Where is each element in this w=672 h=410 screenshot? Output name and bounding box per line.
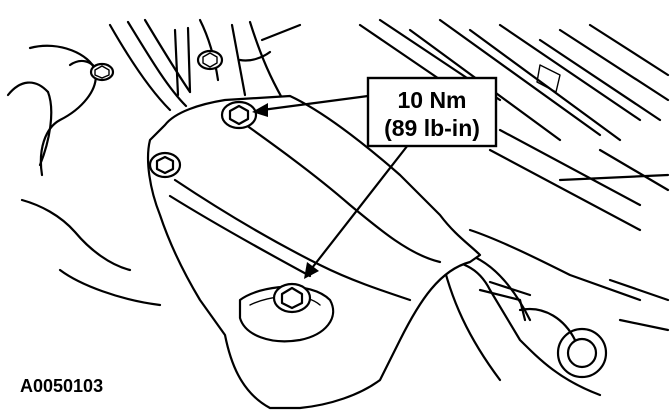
background-structure (6, 18, 670, 397)
arrowhead-upper (252, 103, 268, 117)
leader-line-lower (310, 143, 410, 270)
figure-id: A0050103 (20, 376, 103, 396)
callout-box (366, 76, 498, 148)
bolt-icon (148, 151, 182, 179)
cover-plate (146, 94, 482, 410)
bolt-icon (220, 100, 258, 130)
torque-callout: 10 Nm (89 lb-in) (366, 76, 498, 148)
callout-arrows (252, 94, 410, 279)
torque-value-lb-in: (89 lb-in) (384, 115, 480, 141)
bolt-icon (89, 62, 115, 82)
bolt-icon (272, 282, 312, 314)
leader-line-upper (260, 94, 370, 112)
bolt-icon (196, 49, 224, 71)
torque-value-nm: 10 Nm (397, 87, 466, 113)
arrowhead-lower (304, 262, 319, 279)
